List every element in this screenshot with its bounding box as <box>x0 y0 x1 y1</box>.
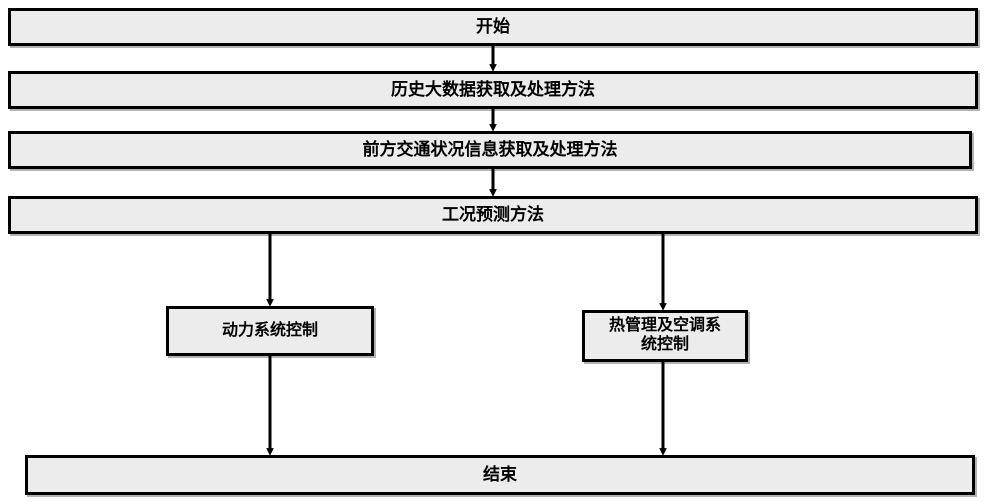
node-powertrain-control-label: 动力系统控制 <box>221 321 318 339</box>
node-end[interactable]: 结束 <box>25 455 975 495</box>
node-traffic[interactable]: 前方交通状况信息获取及处理方法 <box>8 131 972 169</box>
node-thermal-hvac-control[interactable]: 热管理及空调系 统控制 <box>582 310 748 362</box>
node-history-label: 历史大数据获取及处理方法 <box>391 79 595 99</box>
node-predict-label: 工况预测方法 <box>442 204 544 224</box>
node-traffic-label: 前方交通状况信息获取及处理方法 <box>362 139 618 159</box>
node-end-label: 结束 <box>483 464 517 484</box>
node-start-label: 开始 <box>476 16 510 36</box>
node-predict[interactable]: 工况预测方法 <box>8 196 978 234</box>
node-start[interactable]: 开始 <box>8 8 978 46</box>
node-powertrain-control[interactable]: 动力系统控制 <box>166 306 374 356</box>
node-history[interactable]: 历史大数据获取及处理方法 <box>8 71 978 109</box>
node-thermal-hvac-control-label: 热管理及空调系 统控制 <box>608 317 721 353</box>
